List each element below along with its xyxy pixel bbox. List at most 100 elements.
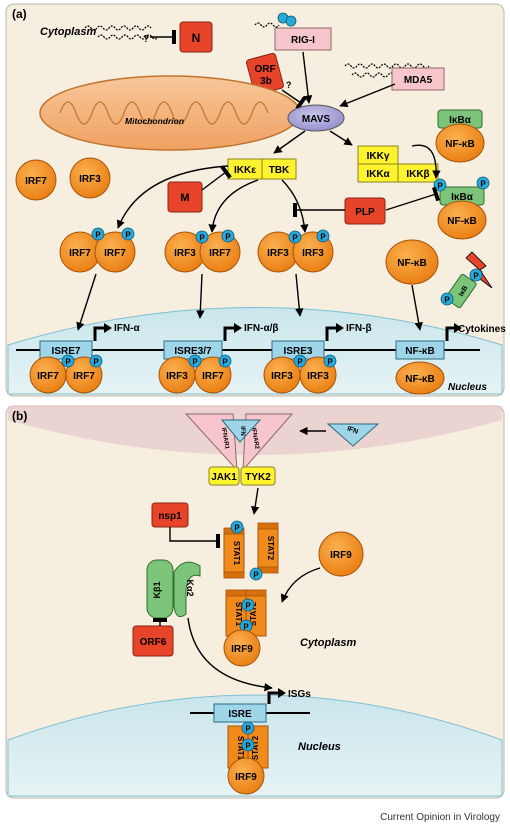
svg-text:IRF3: IRF3 (174, 248, 196, 259)
nucleus-label-b: Nucleus (298, 741, 341, 753)
nfkb-dna-box (395, 340, 445, 360)
irf7-free-label: IRF7 (25, 176, 47, 187)
ifn-ab-label: IFN-α/β (244, 323, 278, 334)
svg-text:P: P (253, 571, 259, 580)
rig-i-p2 (285, 15, 297, 27)
isre-tss-head (278, 688, 286, 698)
irf3-free-label: IRF3 (79, 174, 101, 185)
nuclear-nfkb (395, 361, 445, 395)
ikkb-label: IKKβ (406, 169, 429, 180)
tbk-label: TBK (269, 165, 290, 176)
svg-text:P: P (125, 231, 131, 240)
nfkb-free-label: NF-κB (397, 258, 426, 269)
svg-text:Kβ1: Kβ1 (152, 582, 162, 599)
ikk-to-ikba-arrow (411, 144, 441, 179)
ifn-bound-label: IFN (239, 426, 245, 436)
svg-text:IRF7: IRF7 (202, 371, 224, 382)
mda5-box (391, 67, 445, 91)
svg-text:P: P (222, 358, 228, 367)
svg-text:IRF9: IRF9 (235, 772, 257, 783)
rig-i-label: RIG-I (291, 35, 315, 46)
isgs-label: ISGs (288, 689, 311, 700)
m-protein (167, 181, 203, 213)
svg-text:P: P (320, 233, 326, 242)
nuclear-import-arrow (187, 617, 273, 692)
rig-i-box (274, 27, 332, 51)
ikke-to-irf37-arrow (208, 179, 259, 233)
ifnar2 (242, 413, 294, 472)
irf7-free (15, 159, 57, 201)
stat1-free: STAT1 P (223, 520, 245, 579)
nfkb-free (385, 239, 439, 285)
isre7-tss-head (104, 323, 112, 333)
nfkb-top (435, 123, 485, 163)
isre3-tss-head (336, 323, 344, 333)
tyk2-box (240, 466, 276, 486)
mavs-to-ikk-arrow (329, 130, 353, 146)
ifnar1-label: IFNAR1 (220, 427, 230, 450)
importin-beta1: Kβ1 (146, 559, 174, 619)
viral-rna-3 (254, 22, 280, 28)
m-protein-label: M (180, 192, 189, 204)
isre-label: ISRE (228, 709, 252, 720)
mda5-label: MDA5 (404, 75, 433, 86)
orf6-label: ORF6 (140, 637, 167, 648)
importin-alpha2: Kα2 (173, 561, 201, 618)
svg-text:STAT2: STAT2 (249, 601, 258, 626)
question-mark-1: ? (143, 34, 149, 45)
svg-text:STAT2: STAT2 (251, 735, 260, 760)
svg-text:IRF7: IRF7 (69, 248, 91, 259)
isre-box (213, 703, 267, 723)
plp-box (344, 197, 386, 225)
svg-text:IRF3: IRF3 (271, 371, 293, 382)
irf7-to-nucleus-arrow (76, 273, 97, 331)
ifn-free-label: IFN (346, 425, 359, 435)
svg-text:IRF3: IRF3 (307, 371, 329, 382)
svg-text:STAT1: STAT1 (236, 736, 245, 761)
irf9-to-complex-arrow (280, 567, 321, 603)
orf3b-label-2: 3b (260, 76, 272, 87)
svg-text:IRF7: IRF7 (73, 371, 95, 382)
isre37-tss-arrow (223, 326, 235, 341)
question-mark-2: ? (286, 80, 292, 90)
isre37-tss-head (234, 323, 242, 333)
nucleus-label-a: Nucleus (448, 382, 487, 393)
mda5-to-mavs-arrow (339, 83, 396, 108)
cyto-stat-complex: STAT1 STAT2 P P IRF9 (223, 589, 267, 667)
isre37-label: ISRE3/7 (174, 346, 212, 357)
svg-text:P: P (437, 182, 443, 191)
svg-text:Kα2: Kα2 (185, 579, 195, 596)
isre7-tss-arrow (93, 326, 105, 341)
jak1-label: JAK1 (211, 472, 237, 483)
irf37-to-nucleus-arrow (196, 273, 205, 319)
nfkb-mid-label: NF-κB (447, 216, 476, 227)
plp-inhibit-ikb (385, 186, 441, 211)
tbk-box (261, 158, 297, 180)
ikba-mid-p-left: P (433, 178, 447, 192)
svg-text:P: P (292, 234, 298, 243)
svg-text:P: P (95, 231, 101, 240)
svg-text:IRF7: IRF7 (37, 371, 59, 382)
svg-text:P: P (199, 234, 205, 243)
nfkb-mid (437, 200, 487, 240)
svg-text:P: P (245, 742, 251, 751)
mitochondrion (39, 75, 301, 151)
journal-credit: Current Opinion in Virology (380, 812, 500, 823)
ifnar2-label: IFNAR2 (250, 427, 260, 450)
irf9-free (318, 531, 364, 577)
orf3b-label-1: ORF (254, 64, 275, 75)
svg-text:IRF3: IRF3 (166, 371, 188, 382)
panel-a-label: (a) (12, 7, 27, 21)
nfkb-tss-head (454, 323, 462, 333)
ikke-label: IKKε (234, 165, 256, 176)
ifn-a-label: IFN-α (114, 323, 140, 334)
ifn-free (326, 423, 380, 447)
isre-tss-arrow (267, 691, 279, 704)
irf3-to-nucleus-arrow (295, 273, 304, 317)
svg-text:P: P (473, 272, 479, 281)
cytokines-label: Cytokines (458, 324, 506, 335)
nsp1-label: nsp1 (158, 511, 182, 522)
tyk2-label: TYK2 (245, 472, 271, 483)
mavs-label: MAVS (302, 114, 330, 125)
